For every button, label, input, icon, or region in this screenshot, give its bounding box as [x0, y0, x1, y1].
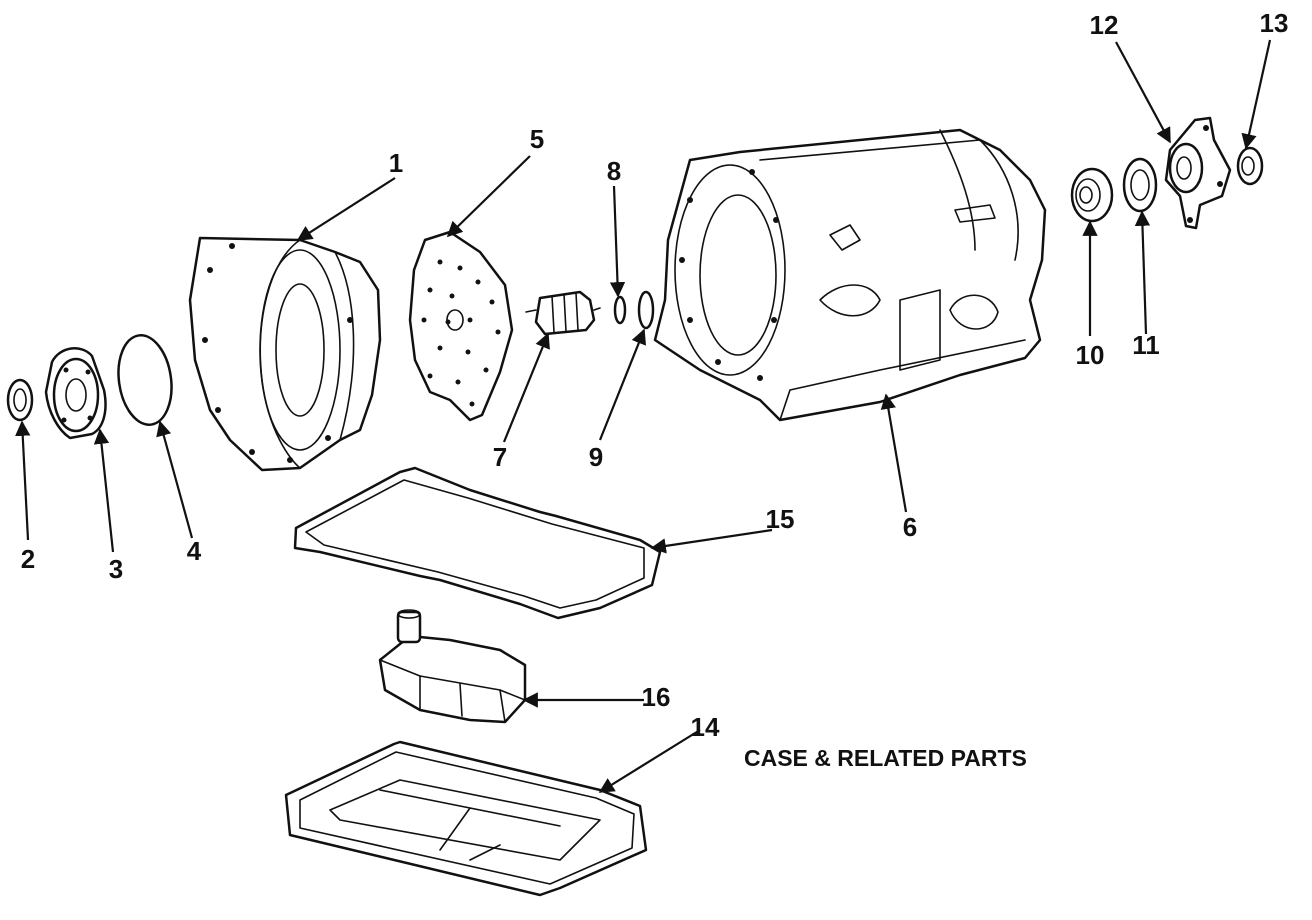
- leader-3: [93, 428, 115, 553]
- diagram-title: CASE & RELATED PARTS: [744, 745, 1027, 771]
- callout-15: 15: [766, 504, 795, 534]
- part-8-ring: [613, 295, 627, 325]
- leader-7: [502, 332, 550, 443]
- leader-6: [880, 393, 908, 513]
- part-9-o-ring: [637, 290, 655, 330]
- part-15-pan-gasket: [293, 466, 662, 620]
- leader-9: [598, 328, 647, 441]
- part-13-nut: [1236, 146, 1264, 186]
- part-11-seal: [1122, 157, 1158, 213]
- callout-16: 16: [642, 682, 671, 712]
- part-2-seal: [6, 378, 34, 422]
- callout-12: 12: [1090, 10, 1119, 40]
- leader-11: [1134, 210, 1151, 335]
- callout-2: 2: [21, 544, 35, 574]
- part-16-filter: [378, 609, 527, 724]
- leader-15: [650, 528, 773, 554]
- callout-3: 3: [109, 554, 123, 584]
- callout-11: 11: [1132, 330, 1160, 360]
- leader-13: [1241, 39, 1272, 150]
- leader-12: [1115, 41, 1171, 144]
- callout-10: 10: [1076, 340, 1105, 370]
- callout-labels: 1 2 3 4 5 6 7 8 9 10 11 12 13 14 15 16: [21, 8, 1289, 742]
- leader-2: [15, 420, 31, 541]
- leader-8: [609, 185, 626, 298]
- leader-14: [598, 729, 701, 793]
- part-12-flange: [1164, 116, 1232, 230]
- part-1-converter-housing: [188, 236, 382, 472]
- leader-5: [446, 155, 531, 238]
- callout-9: 9: [589, 442, 603, 472]
- callout-1: 1: [389, 148, 403, 178]
- leader-1: [296, 177, 396, 241]
- part-7-connector: [525, 290, 601, 336]
- callout-5: 5: [530, 124, 544, 154]
- leader-lines: [15, 39, 1272, 793]
- callout-8: 8: [607, 156, 621, 186]
- callout-13: 13: [1260, 8, 1289, 38]
- part-10-bearing: [1070, 167, 1114, 223]
- callout-6: 6: [903, 512, 917, 542]
- callout-14: 14: [691, 712, 720, 742]
- leader-4: [156, 420, 194, 539]
- part-4-o-ring: [117, 334, 173, 426]
- part-5-separator-plate: [408, 230, 514, 422]
- callout-7: 7: [493, 442, 507, 472]
- callout-4: 4: [187, 536, 202, 566]
- part-6-transmission-case: [653, 128, 1047, 422]
- part-3-pump: [44, 347, 107, 440]
- part-14-oil-pan: [284, 740, 648, 897]
